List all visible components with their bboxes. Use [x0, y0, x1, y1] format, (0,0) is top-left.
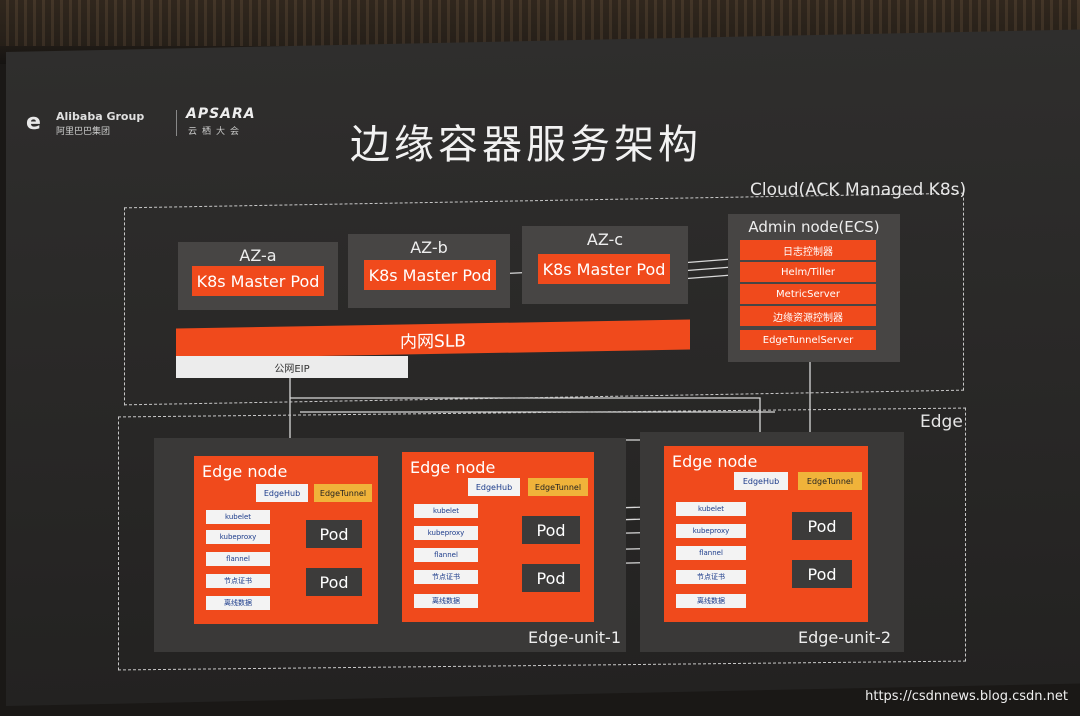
edge-node-1-edgetunnel: EdgeTunnel — [314, 484, 372, 502]
edge-node-2-pod-2: Pod — [522, 564, 580, 592]
az-b-panel: AZ-b K8s Master Pod — [348, 234, 510, 308]
edge-node-3-node-cert: 节点证书 — [676, 570, 746, 584]
edge-node-3-kubelet: kubelet — [676, 502, 746, 516]
edge-node-2-offline-data: 离线数据 — [414, 594, 478, 608]
edge-node-2-edgetunnel: EdgeTunnel — [528, 478, 588, 496]
edge-node-1-edgehub: EdgeHub — [256, 484, 308, 502]
slide-title: 边缘容器服务架构 — [350, 122, 702, 168]
az-a-label: AZ-a — [239, 246, 277, 265]
edge-node-2-kubeproxy: kubeproxy — [414, 526, 478, 540]
admin-node-panel: Admin node(ECS) 日志控制器 Helm/Tiller Metric… — [728, 214, 900, 362]
logo-separator — [176, 110, 177, 136]
edge-node-2-label: Edge node — [410, 458, 496, 477]
admin-edge-resource-controller: 边缘资源控制器 — [740, 306, 876, 326]
az-a-panel: AZ-a K8s Master Pod — [178, 242, 338, 310]
edge-node-2-pod-1: Pod — [522, 516, 580, 544]
edge-unit-1-label: Edge-unit-1 — [528, 628, 621, 647]
edge-node-3-kubeproxy: kubeproxy — [676, 524, 746, 538]
edge-node-2-edgehub: EdgeHub — [468, 478, 520, 496]
edge-node-1: Edge node EdgeHub EdgeTunnel kubelet kub… — [194, 456, 378, 624]
az-c-label: AZ-c — [586, 230, 624, 249]
edge-node-3: Edge node EdgeHub EdgeTunnel kubelet kub… — [664, 446, 868, 622]
watermark: https://csdnnews.blog.csdn.net — [865, 689, 1068, 704]
edge-node-3-pod-2: Pod — [792, 560, 852, 588]
edge-node-1-kubeproxy: kubeproxy — [206, 530, 270, 544]
edge-node-1-flannel: flannel — [206, 552, 270, 566]
az-b-label: AZ-b — [410, 238, 448, 257]
edge-node-2-kubelet: kubelet — [414, 504, 478, 518]
edge-node-1-node-cert: 节点证书 — [206, 574, 270, 588]
alibaba-name-cn: 阿里巴巴集团 — [56, 127, 111, 137]
k8s-master-pod-c: K8s Master Pod — [538, 254, 670, 284]
admin-helm-tiller: Helm/Tiller — [740, 262, 876, 282]
alibaba-logo-icon: e — [26, 110, 41, 135]
edge-node-1-pod-1: Pod — [306, 520, 362, 548]
edge-node-3-edgetunnel: EdgeTunnel — [798, 472, 862, 490]
edge-node-1-label: Edge node — [202, 462, 288, 481]
k8s-master-pod-b: K8s Master Pod — [364, 260, 496, 290]
edge-node-3-pod-1: Pod — [792, 512, 852, 540]
apsara-name-cn: 云栖大会 — [188, 127, 245, 137]
edge-node-1-offline-data: 离线数据 — [206, 596, 270, 610]
edge-region-label: Edge — [920, 412, 963, 432]
edge-node-2-flannel: flannel — [414, 548, 478, 562]
admin-edge-tunnel-server: EdgeTunnelServer — [740, 330, 876, 350]
edge-node-1-kubelet: kubelet — [206, 510, 270, 524]
k8s-master-pod-a: K8s Master Pod — [192, 266, 324, 296]
edge-node-2-node-cert: 节点证书 — [414, 570, 478, 584]
edge-node-3-flannel: flannel — [676, 546, 746, 560]
alibaba-name: Alibaba Group — [56, 110, 145, 123]
edge-node-3-edgehub: EdgeHub — [734, 472, 788, 490]
apsara-logo: APSARA — [186, 106, 256, 122]
admin-log-controller: 日志控制器 — [740, 240, 876, 260]
edge-node-1-pod-2: Pod — [306, 568, 362, 596]
edge-node-3-offline-data: 离线数据 — [676, 594, 746, 608]
admin-metric-server: MetricServer — [740, 284, 876, 304]
cloud-region-label: Cloud(ACK Managed K8s) — [750, 180, 967, 200]
az-c-panel: AZ-c K8s Master Pod — [522, 226, 688, 304]
edge-unit-2-label: Edge-unit-2 — [798, 628, 891, 647]
public-eip-bar: 公网EIP — [176, 356, 408, 378]
edge-node-2: Edge node EdgeHub EdgeTunnel kubelet kub… — [402, 452, 594, 622]
edge-node-3-label: Edge node — [672, 452, 758, 471]
admin-node-title: Admin node(ECS) — [748, 218, 880, 236]
